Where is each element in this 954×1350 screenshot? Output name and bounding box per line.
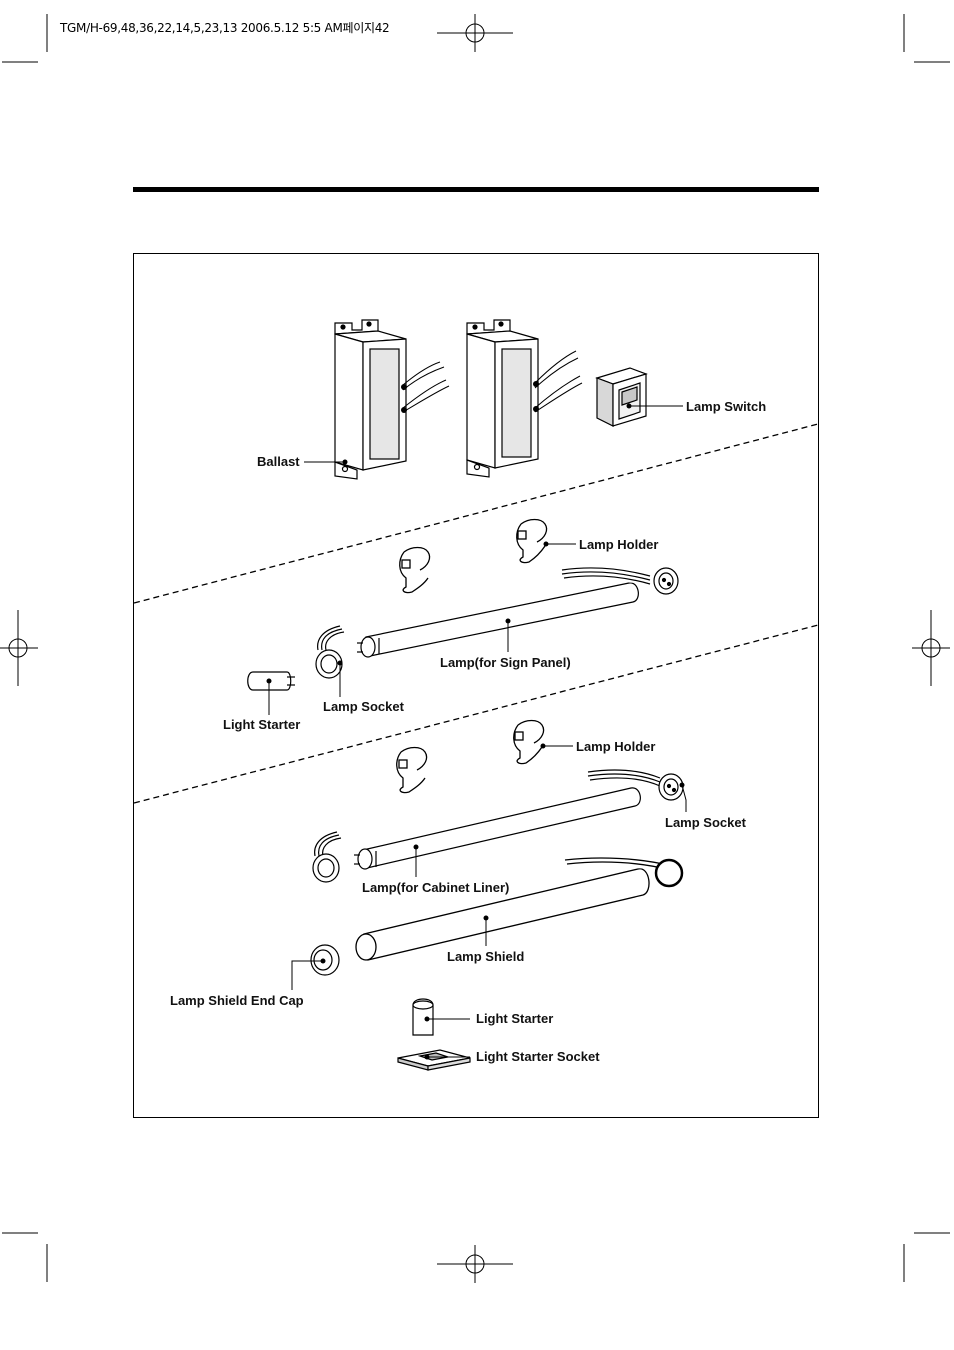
label-lamp-holder-1: Lamp Holder (579, 537, 658, 552)
lamp-holder-icon-2 (517, 520, 547, 563)
label-lamp-switch: Lamp Switch (686, 399, 766, 414)
label-lamp-shield: Lamp Shield (447, 949, 524, 964)
light-starter-socket-icon (398, 1050, 470, 1070)
light-starter-icon-2 (413, 999, 433, 1035)
label-lamp-shield-end-cap: Lamp Shield End Cap (170, 993, 304, 1008)
label-light-starter-socket: Light Starter Socket (476, 1049, 600, 1064)
label-ballast: Ballast (257, 454, 300, 469)
label-lamp-socket-1: Lamp Socket (323, 699, 405, 714)
label-lamp-socket-2: Lamp Socket (665, 815, 747, 830)
label-lamp-sign-panel: Lamp(for Sign Panel) (440, 655, 571, 670)
lamp-holder-icon-4 (514, 721, 544, 764)
lamp-holder-icon-3 (397, 748, 427, 793)
lamp-shield-icon (356, 858, 682, 960)
label-lamp-cabinet-liner: Lamp(for Cabinet Liner) (362, 880, 509, 895)
lamp-socket-icon-3 (313, 832, 341, 882)
label-lamp-holder-2: Lamp Holder (576, 739, 655, 754)
lamp-cabinet-liner-icon (354, 788, 640, 869)
ballast-icon-2 (467, 320, 538, 477)
lamp-sign-panel-icon (357, 583, 638, 657)
label-light-starter-1: Light Starter (223, 717, 300, 732)
label-light-starter-2: Light Starter (476, 1011, 553, 1026)
lamp-switch-icon (597, 368, 646, 426)
separator-2 (134, 625, 818, 803)
ballast-icon (335, 320, 406, 479)
lamp-holder-icon-1 (400, 548, 430, 593)
